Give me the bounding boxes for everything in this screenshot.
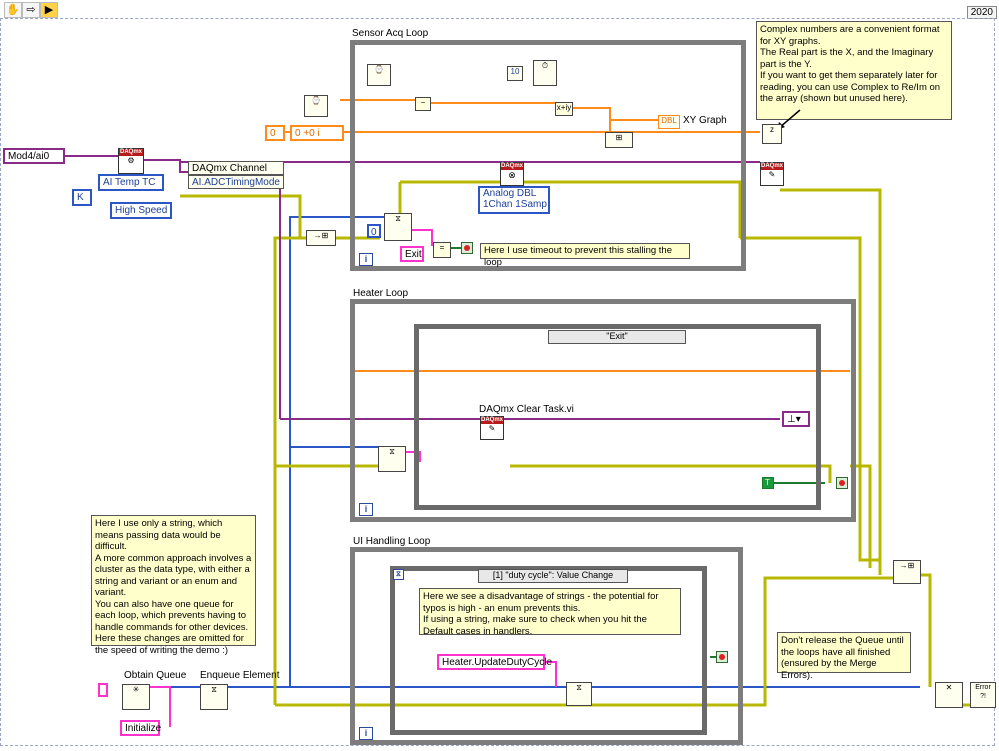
heater-loop-label: Heater Loop — [353, 288, 409, 299]
event-structure[interactable] — [390, 566, 707, 735]
event-timeout-icon: ⧖ — [393, 569, 404, 580]
numeric-constant[interactable]: 0 — [265, 125, 285, 141]
adc-timing-mode-property[interactable]: AI.ADCTimingMode — [188, 175, 284, 189]
complex-constant[interactable]: 0 +0 i — [290, 125, 344, 141]
command-constant[interactable]: Heater.UpdateDutyCycle — [437, 654, 552, 670]
complex-to-re-im-node[interactable]: z — [762, 124, 782, 144]
physical-channel-constant[interactable]: Mod4/ai0 — [3, 148, 65, 164]
daqmx-read-polymorphic-selector[interactable]: Analog DBL 1Chan 1Samp — [478, 186, 550, 214]
stop-terminal-sensor[interactable] — [461, 242, 473, 254]
wait-constant[interactable]: 10 — [507, 66, 523, 81]
ui-loop-iteration: i — [359, 727, 373, 740]
build-array-node[interactable]: ⊞ — [605, 132, 633, 148]
ui-loop-label: UI Handling Loop — [353, 536, 431, 547]
daqmx-channel-property-node[interactable]: DAQmx Channel — [188, 161, 284, 175]
heater-dequeue-node[interactable]: ⧖ — [378, 446, 406, 472]
simple-error-handler-node[interactable]: Error ?! — [970, 682, 996, 708]
timeout-constant[interactable]: 0 — [367, 224, 381, 238]
sensor-loop-label: Sensor Acq Loop — [352, 28, 429, 39]
ui-handling-loop[interactable] — [350, 547, 743, 745]
merge-errors-daq-node[interactable]: DAQmx✎ — [760, 162, 784, 186]
enqueue-element-label: Enqueue Element — [200, 670, 280, 681]
string-type-constant[interactable] — [98, 683, 108, 697]
unbundle-node[interactable]: →⊞ — [306, 230, 336, 246]
clear-task-label: DAQmx Clear Task.vi — [479, 404, 574, 415]
stop-terminal-ui[interactable] — [716, 651, 728, 663]
equal-node[interactable]: = — [433, 242, 451, 258]
subtract-node[interactable]: − — [415, 97, 431, 111]
heater-case-structure[interactable] — [414, 324, 821, 510]
daqmx-clear-task-node[interactable]: DAQmx✎ — [480, 416, 504, 440]
toolbar: ✋ ⇨ ▶ 2020 — [0, 0, 999, 19]
step-into-icon[interactable]: ▶ — [40, 2, 58, 18]
daqmx-create-channel-node[interactable]: DAQmx⚙ — [118, 148, 144, 174]
meas-type-selector[interactable]: AI Temp TC — [98, 174, 164, 191]
release-queue-node[interactable]: ✕ — [935, 682, 963, 708]
merge-errors-node[interactable]: →⊞ — [893, 560, 921, 584]
xy-graph-label: XY Graph — [683, 115, 727, 126]
wait-ms-icon[interactable]: ⏱ — [533, 60, 557, 86]
highlight-execution-icon[interactable]: ✋ — [4, 2, 22, 18]
initialize-constant[interactable]: Initialize — [120, 720, 161, 736]
retain-wire-values-icon[interactable]: ⇨ — [22, 2, 40, 18]
queue-note: Here I use only a string, which means pa… — [91, 515, 256, 656]
ui-enqueue-node[interactable]: ⧖ — [566, 682, 592, 706]
obtain-queue-node[interactable]: ✳ — [122, 684, 150, 710]
enqueue-element-node[interactable]: ⧖ — [200, 684, 228, 710]
dequeue-element-node[interactable]: ⧖ — [384, 213, 412, 241]
event-case-selector[interactable]: [1] "duty cycle": Value Change — [478, 569, 628, 583]
stop-terminal-heater[interactable] — [836, 477, 848, 489]
daqmx-read-node[interactable]: DAQmx⊗ — [500, 162, 524, 186]
release-note: Don't release the Queue until the loops … — [777, 632, 911, 681]
elapsed-time-node[interactable]: ⌚ — [304, 95, 328, 117]
units-selector[interactable]: K — [72, 189, 92, 206]
obtain-queue-label: Obtain Queue — [124, 670, 187, 681]
heater-case-selector[interactable]: "Exit" — [548, 330, 686, 344]
heater-loop[interactable] — [350, 299, 856, 522]
timeout-note: Here I use timeout to prevent this stall… — [480, 243, 690, 268]
sensor-loop-iteration: i — [359, 253, 373, 266]
block-diagram — [0, 18, 995, 746]
timing-mode-selector[interactable]: High Speed — [110, 202, 172, 219]
heater-task-constant[interactable]: ⊥▾ — [782, 411, 810, 427]
heater-loop-iteration: i — [359, 503, 373, 516]
true-constant[interactable]: T — [762, 477, 774, 489]
tick-count-node[interactable]: ⌚ — [367, 64, 391, 86]
re-im-to-complex-node[interactable]: x+iy — [555, 102, 573, 116]
xy-graph-terminal[interactable]: DBL — [658, 115, 680, 129]
exit-constant[interactable]: Exit — [400, 246, 424, 262]
complex-note: Complex numbers are a convenient format … — [756, 21, 952, 120]
sensor-acq-loop[interactable] — [350, 40, 746, 271]
event-note: Here we see a disadvantage of strings - … — [419, 588, 681, 637]
